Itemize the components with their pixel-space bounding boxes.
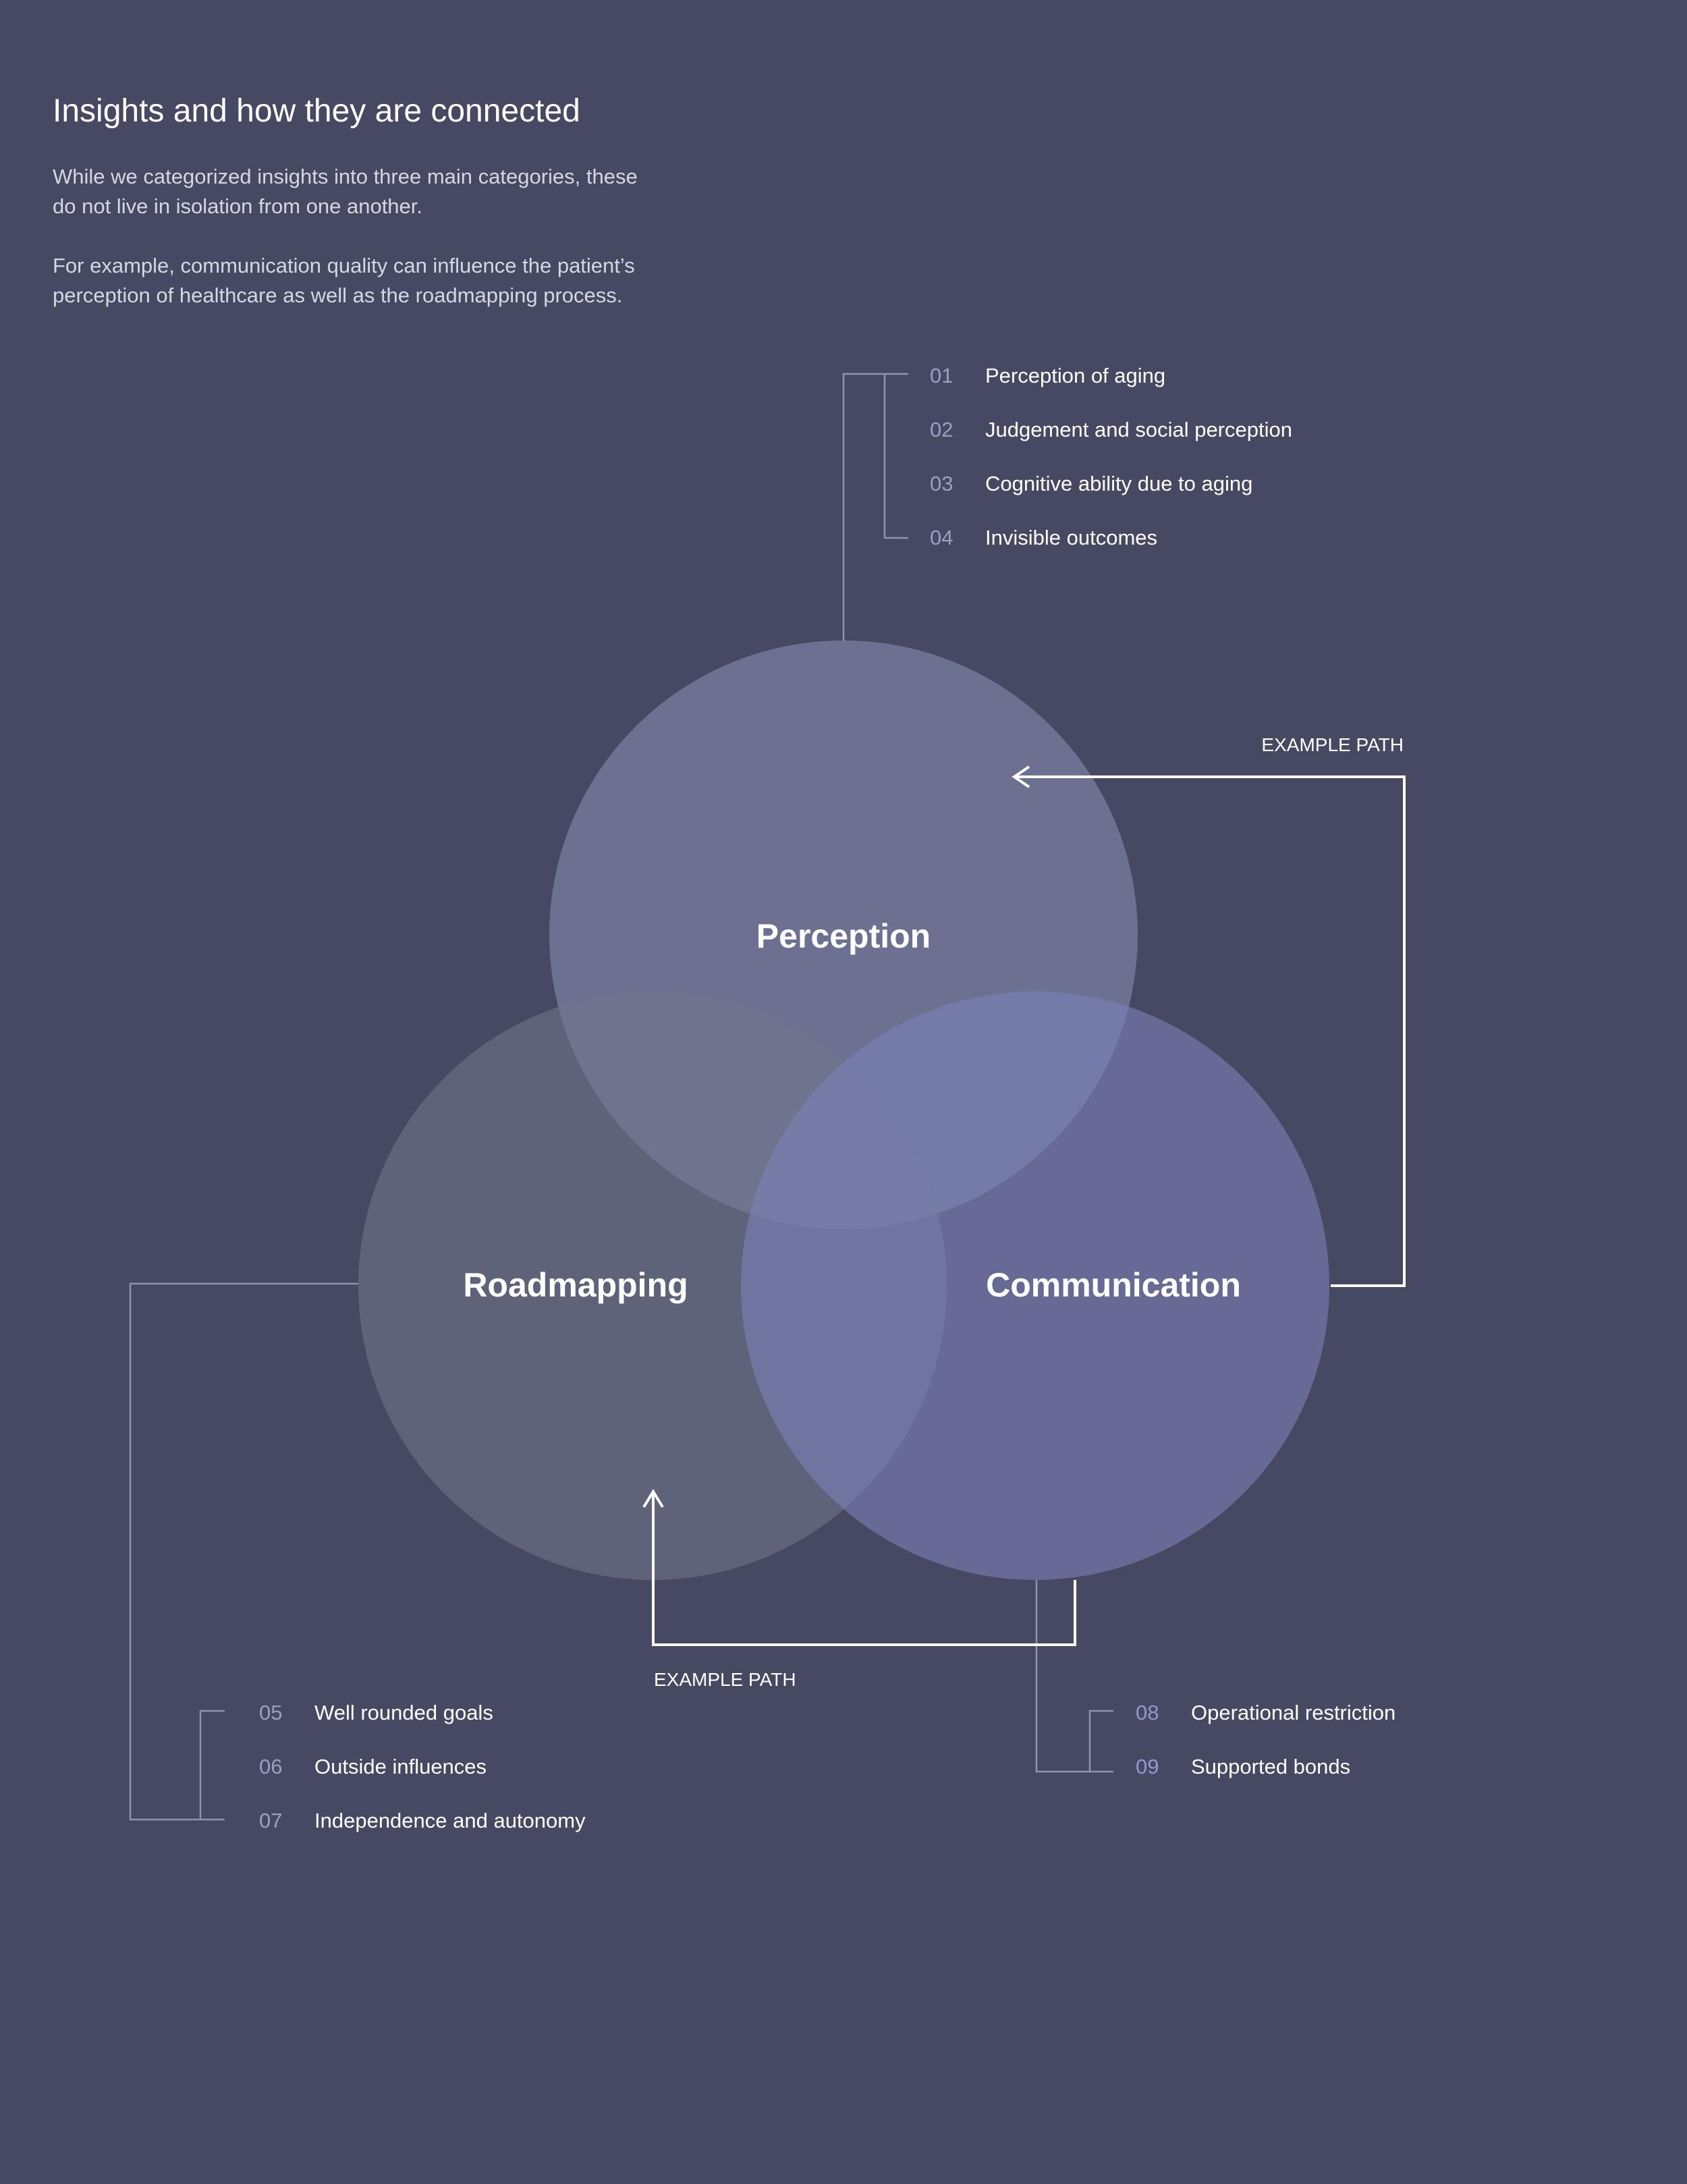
item-label: Operational restriction: [1191, 1701, 1395, 1724]
list-item: 03 Cognitive ability due to aging: [930, 472, 1252, 495]
item-number: 03: [930, 472, 953, 495]
roadmapping-label: Roadmapping: [463, 1266, 688, 1304]
item-label: Cognitive ability due to aging: [985, 472, 1252, 495]
list-item: 05 Well rounded goals: [259, 1701, 493, 1724]
list-item: 04 Invisible outcomes: [930, 526, 1157, 549]
item-number: 04: [930, 526, 953, 549]
intro-paragraph-1: While we categorized insights into three…: [53, 165, 638, 218]
roadmapping-connector: [129, 1282, 358, 1821]
item-number: 02: [930, 418, 953, 441]
list-item: 08 Operational restriction: [1136, 1701, 1395, 1724]
example-path-bottom-label: EXAMPLE PATH: [654, 1669, 796, 1690]
communication-circle: [741, 991, 1329, 1580]
example-path-bottom-arrow: [642, 1489, 1076, 1646]
page-title: Insights and how they are connected: [53, 93, 580, 129]
example-path-top-label: EXAMPLE PATH: [1261, 734, 1404, 755]
item-number: 06: [259, 1755, 282, 1778]
item-number: 07: [259, 1809, 282, 1832]
intro-paragraph-2: For example, communication quality can i…: [53, 254, 635, 307]
item-number: 09: [1136, 1755, 1159, 1778]
item-label: Supported bonds: [1191, 1755, 1350, 1778]
item-label: Outside influences: [314, 1755, 487, 1778]
communication-label: Communication: [986, 1266, 1241, 1304]
item-label: Independence and autonomy: [314, 1809, 586, 1832]
item-label: Judgement and social perception: [985, 418, 1292, 441]
example-path-top-arrow: [1012, 765, 1406, 1287]
item-number: 05: [259, 1701, 282, 1724]
list-item: 02 Judgement and social perception: [930, 418, 1292, 441]
perception-connector: [842, 373, 908, 641]
list-item: 06 Outside influences: [259, 1755, 487, 1778]
item-label: Invisible outcomes: [985, 526, 1157, 549]
communication-insights-list: 08 Operational restriction 09 Supported …: [1136, 1701, 1395, 1778]
perception-insights-list: 01 Perception of aging 02 Judgement and …: [930, 364, 1292, 549]
list-item: 09 Supported bonds: [1136, 1755, 1350, 1778]
item-label: Perception of aging: [985, 364, 1165, 387]
intro-section: Insights and how they are connected Whil…: [53, 88, 660, 340]
perception-label: Perception: [756, 917, 931, 955]
item-label: Well rounded goals: [314, 1701, 493, 1724]
item-number: 01: [930, 364, 953, 387]
roadmapping-insights-list: 05 Well rounded goals 06 Outside influen…: [259, 1701, 586, 1832]
list-item: 07 Independence and autonomy: [259, 1809, 586, 1832]
list-item: 01 Perception of aging: [930, 364, 1165, 387]
item-number: 08: [1136, 1701, 1159, 1724]
